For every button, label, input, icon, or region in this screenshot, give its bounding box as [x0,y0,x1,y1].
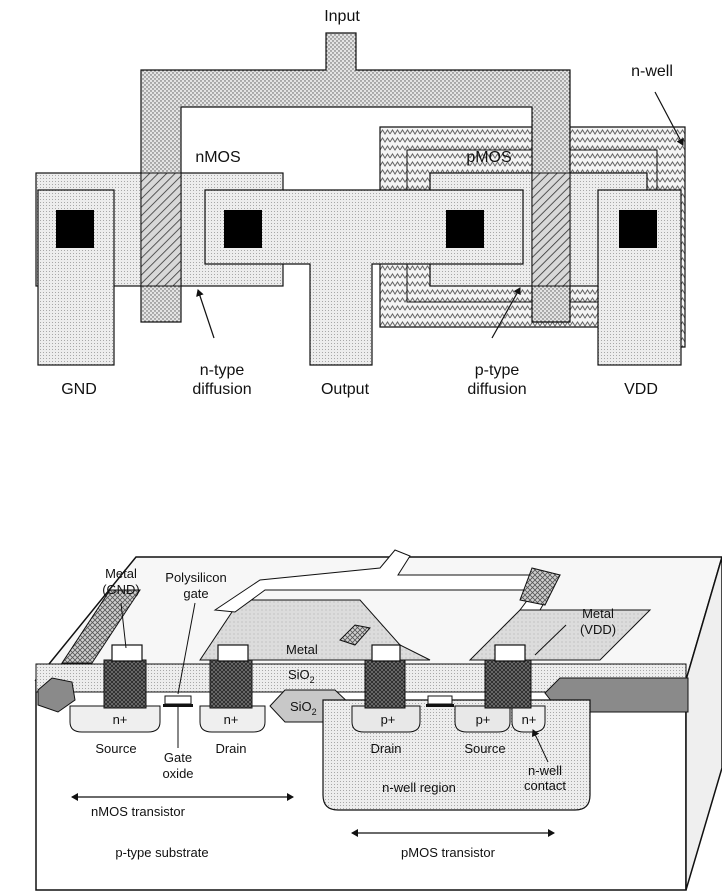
metal-vdd-label-2: (VDD) [580,622,616,637]
contact-vdd [619,210,657,248]
gnd-label: GND [61,381,97,398]
p-type-label-1: p-type [475,362,520,379]
n-type-arrow [196,289,215,339]
n-plus-contact-label: n+ [522,712,537,727]
poly-label-1: Polysilicon [165,570,226,585]
n-well-arrow [654,91,684,146]
pmos-transistor-label: pMOS transistor [401,845,496,860]
n-type-label-1: n-type [200,362,245,379]
contact-gnd [56,210,94,248]
n-plus-drain-label: n+ [224,712,239,727]
poly-label-2: gate [183,586,208,601]
cap-drain-p [371,644,401,662]
cap-drain-n [217,644,249,662]
pmos-poly-gate [427,695,453,705]
nmos-gate [140,172,182,287]
nmos-transistor-label: nMOS transistor [91,804,186,819]
pmos-gate-oxide [426,704,454,707]
poly-drop [339,624,371,646]
pmos-gate [531,172,571,287]
source-p-label: Source [464,741,505,756]
p-plus-source [454,705,511,733]
input-label: Input [324,8,360,25]
poly-input-stub [519,567,561,606]
source-n-label: Source [95,741,136,756]
vdd-label: VDD [624,381,658,398]
via-drain-p [364,659,406,709]
nwell-region-label: n-well region [382,780,456,795]
n-type-label-2: diffusion [192,381,251,398]
p-plus-source-label: p+ [476,712,491,727]
cap-source-p [494,644,526,662]
drain-p-label: Drain [370,741,401,756]
gate-oxide-label-1: Gate [164,750,192,765]
via-drain-n [209,659,253,709]
sio2-upper-label: SiO2 [288,667,315,685]
drain-n-label: Drain [215,741,246,756]
poly-gate-leader [177,602,196,695]
p-type-arrow [491,287,521,339]
output-label: Output [321,381,370,398]
metal-gnd-leader [120,602,127,649]
block-side-face [685,556,722,891]
nwell-contact-label-1: n-well [528,763,562,778]
metal-mid-label: Metal [286,642,318,657]
nmos-label: nMOS [195,149,240,166]
via-source-n [103,659,147,709]
layout-view: Input n-well nMOS pMOS GND n-type diffus… [35,8,686,398]
metal-vdd-leader [534,624,567,656]
metal-output [204,189,524,366]
nmos-gate-oxide [163,704,193,707]
metal-gnd-line [61,589,141,664]
cap-source-n [111,644,143,662]
nwell-contact-leader [531,729,549,763]
metal-vdd-label-1: Metal [582,606,614,621]
p-type-label-2: diffusion [467,381,526,398]
metal-gnd-label-1: Metal [105,566,137,581]
gate-oxide-label-2: oxide [162,766,193,781]
pmos-label: pMOS [466,149,511,166]
via-source-p [484,659,532,709]
polysilicon-input [140,32,571,323]
cross-section-view: Metal (GND) Polysilicon gate Metal SiO2 … [34,549,722,891]
field-oxide-left [37,677,76,713]
p-plus-drain-label: p+ [381,712,396,727]
n-well-label: n-well [631,63,673,80]
contact-pmos-drain [446,210,484,248]
nmos-poly-gate [164,695,192,705]
contact-nmos-drain [224,210,262,248]
n-plus-drain [199,705,266,733]
p-plus-drain [351,705,421,733]
n-plus-source [69,705,161,733]
sio2-lower-label: SiO2 [290,699,317,717]
metal-gnd-label-2: (GND) [102,582,140,597]
p-substrate-label: p-type substrate [115,845,208,860]
n-plus-source-label: n+ [113,712,128,727]
nwell-contact-label-2: contact [524,778,566,793]
